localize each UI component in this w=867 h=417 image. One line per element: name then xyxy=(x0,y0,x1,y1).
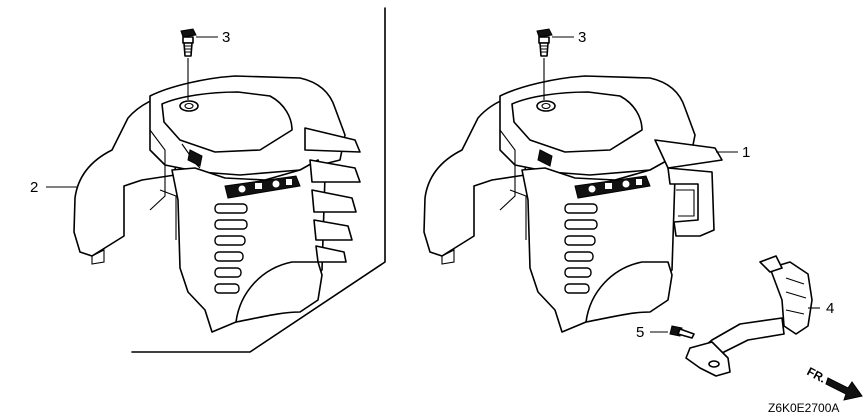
right-bolt xyxy=(536,28,553,100)
front-direction-label: FR. xyxy=(805,364,829,385)
callout-5: 5 xyxy=(636,324,644,341)
callout-3b: 3 xyxy=(578,29,586,46)
front-direction-arrow: FR. xyxy=(805,364,863,401)
figure-code: Z6K0E2700A xyxy=(768,401,839,415)
callout-1: 1 xyxy=(742,144,750,161)
left-engine-cover xyxy=(73,75,361,333)
section-boundary xyxy=(131,7,386,353)
grip-guard-part xyxy=(685,255,813,377)
right-side-handle xyxy=(654,139,723,237)
callout-4: 4 xyxy=(826,300,834,317)
arrow-icon xyxy=(825,377,863,401)
callout-3a: 3 xyxy=(222,29,230,46)
right-vent-slots xyxy=(564,203,598,294)
left-bolt xyxy=(180,28,197,100)
left-vent-slots xyxy=(214,203,248,294)
left-side-fins xyxy=(304,127,361,263)
small-screw xyxy=(669,325,695,339)
right-engine-cover xyxy=(423,75,723,333)
callout-2: 2 xyxy=(30,179,38,196)
